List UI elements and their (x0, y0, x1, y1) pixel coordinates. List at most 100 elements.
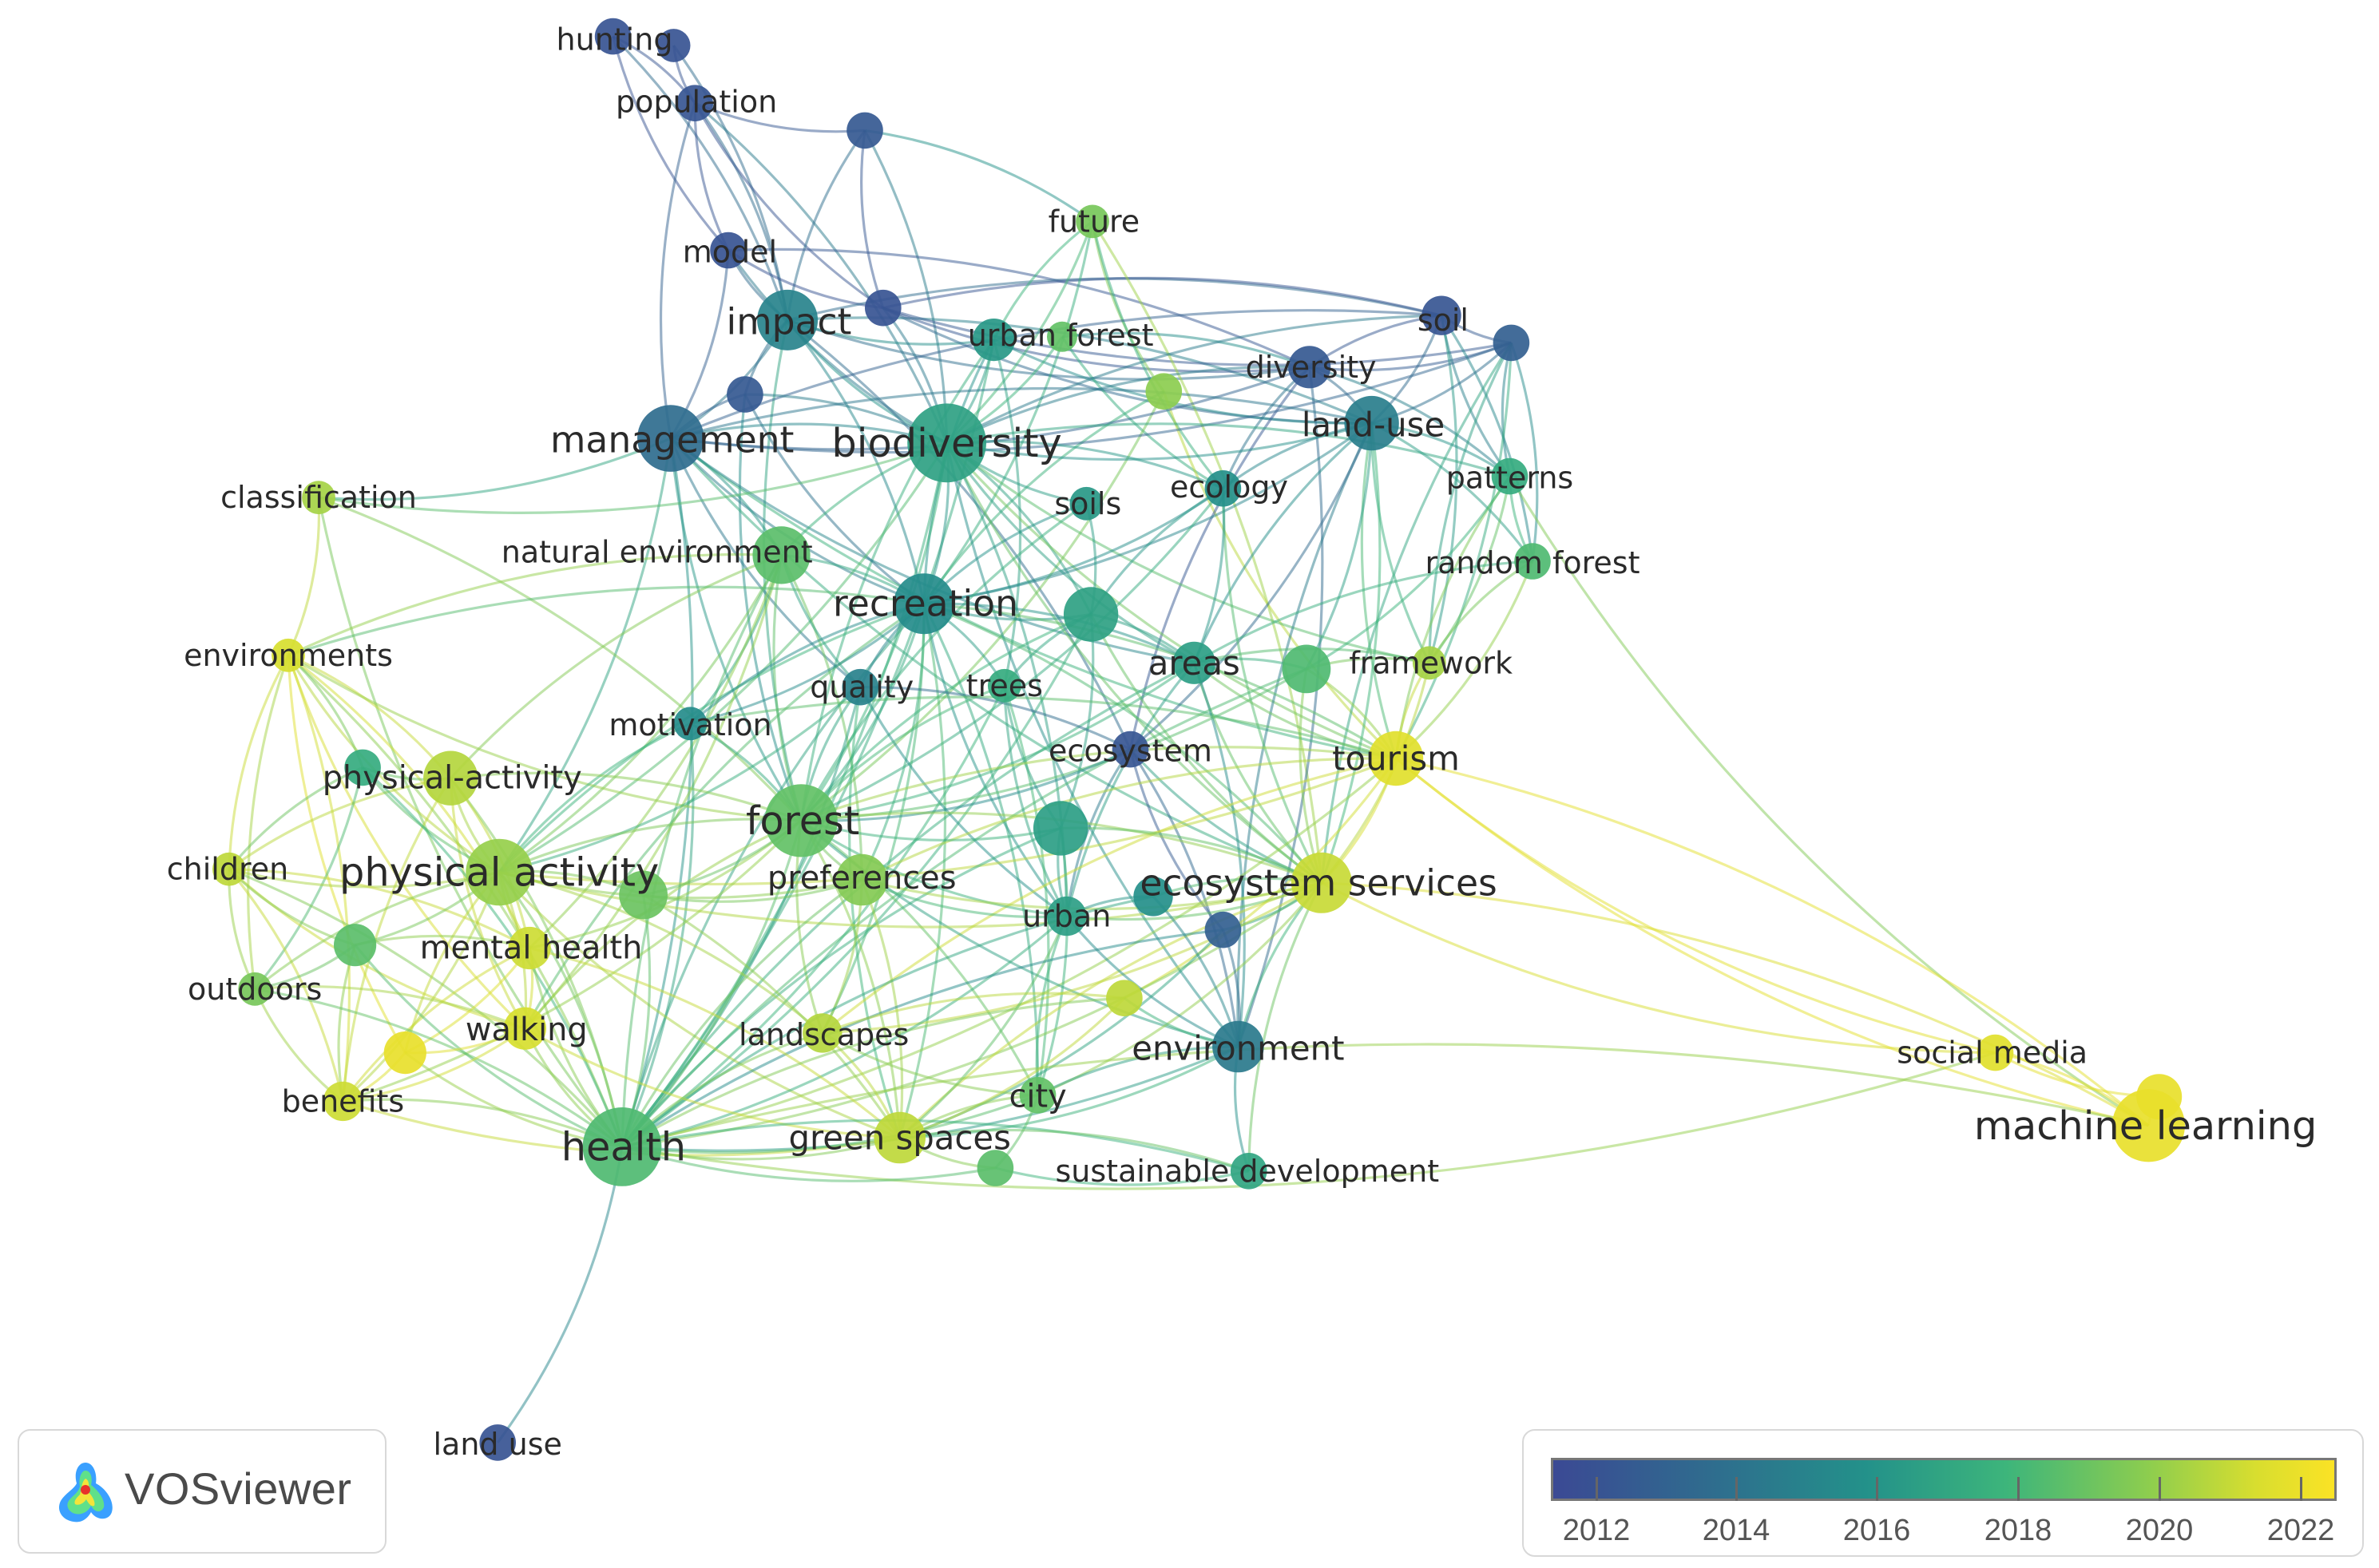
label-land-use: land use (434, 1427, 562, 1462)
link-recreation-landscapes (821, 604, 926, 1034)
node-quality[interactable] (842, 668, 879, 706)
node-health[interactable] (582, 1107, 662, 1186)
link-ecosystem_services-sustainable_development (1247, 882, 1323, 1171)
node-walking[interactable] (503, 1007, 547, 1050)
node-environments[interactable] (272, 638, 305, 672)
link-n_pa2-green_spaces (642, 893, 902, 1138)
link-n_green_mid-n_teal_center (1059, 614, 1095, 829)
node-ecosystem[interactable] (1112, 731, 1149, 768)
link-random_forest-areas (1193, 560, 1533, 664)
link-urban-environment (1065, 915, 1239, 1048)
legend-label: 2020 (2125, 1514, 2194, 1547)
node-patterns[interactable] (1491, 457, 1529, 495)
label-benefits: benefits (282, 1083, 405, 1119)
node-tourism[interactable] (1368, 731, 1424, 786)
node-framework[interactable] (1412, 646, 1446, 680)
node-mental-health[interactable] (508, 926, 551, 970)
node-environment[interactable] (1212, 1020, 1264, 1073)
node-benefits[interactable] (323, 1081, 363, 1122)
link-n_blue1-recreation (743, 394, 926, 605)
node-hunting[interactable] (594, 18, 632, 55)
node-outdoors[interactable] (238, 972, 272, 1006)
node-landscapes[interactable] (803, 1013, 843, 1053)
node-n-uf2[interactable] (1047, 321, 1077, 352)
node-n-green-mid[interactable] (1063, 587, 1119, 642)
node-forest[interactable] (764, 784, 838, 857)
label-environment: environment (1132, 1028, 1344, 1067)
node-n-teal-center[interactable] (1033, 801, 1088, 856)
link-quality-physical_activity (498, 686, 862, 874)
link-recreation-ecosystem_services (923, 602, 1323, 884)
link-ecosystem-environment (1129, 748, 1239, 1047)
node-n-soil2[interactable] (1493, 324, 1530, 362)
node-impact[interactable] (757, 289, 819, 350)
link-hunting-model (612, 36, 730, 251)
node-areas[interactable] (1172, 641, 1215, 684)
node-green-spaces[interactable] (874, 1111, 926, 1164)
node-n-areas2[interactable] (1282, 644, 1331, 694)
node-n-yg2[interactable] (1106, 980, 1143, 1016)
node-hunting2[interactable] (656, 29, 691, 62)
legend-tick (2159, 1477, 2161, 1501)
node-physical-activity[interactable] (466, 838, 533, 906)
link-city-health (621, 1094, 1039, 1154)
node-children[interactable] (212, 852, 246, 886)
node-land-use[interactable] (479, 1424, 516, 1461)
node-city[interactable] (1019, 1077, 1057, 1114)
node-physical-activity-h[interactable] (423, 750, 478, 806)
link-recreation-motivation (689, 602, 925, 725)
node-trees[interactable] (987, 668, 1021, 703)
label-preferences: preferences (767, 860, 957, 897)
node-sustainable-development[interactable] (1230, 1153, 1267, 1190)
link-biodiversity-physical_activity (498, 441, 948, 873)
link-diversity-biodiversity (946, 365, 1310, 445)
node-n-blue1[interactable] (727, 376, 763, 413)
link-mental_health-benefits (342, 947, 530, 1103)
link-management-land_use_top (670, 386, 1372, 440)
node-n-pa-green[interactable] (344, 749, 381, 786)
node-management[interactable] (637, 405, 704, 472)
label-trees: trees (966, 668, 1043, 703)
node-natural-environment[interactable] (752, 526, 811, 584)
link-physical_activity-health (498, 871, 624, 1147)
legend-label: 2014 (1702, 1514, 1770, 1547)
node-land-use-top[interactable] (1344, 395, 1399, 451)
node-random-forest[interactable] (1514, 543, 1551, 580)
label-forest: forest (746, 798, 859, 844)
node-ecosystem-services[interactable] (1291, 852, 1352, 913)
node-urban-forest[interactable] (972, 319, 1016, 362)
legend-label: 2022 (2266, 1514, 2335, 1547)
node-future[interactable] (1076, 204, 1109, 239)
link-soil-random_forest (1440, 315, 1534, 562)
label-motivation: motivation (609, 707, 771, 742)
node-urban[interactable] (1047, 896, 1087, 936)
link-n_top-population (694, 101, 866, 133)
node-recreation[interactable] (894, 573, 955, 635)
node-classification[interactable] (302, 481, 335, 515)
node-soil[interactable] (1421, 295, 1461, 335)
node-biodiversity[interactable] (907, 403, 986, 483)
node-social-media[interactable] (1977, 1034, 2014, 1071)
node-diversity[interactable] (1288, 346, 1331, 389)
node-n-gs-green[interactable] (977, 1150, 1014, 1186)
node-n-purple1[interactable] (865, 289, 902, 327)
node-motivation[interactable] (673, 707, 708, 741)
node-ecology[interactable] (1204, 470, 1242, 507)
node-n-top[interactable] (847, 112, 883, 149)
node-n-pa2[interactable] (619, 870, 668, 920)
node-n-walk-yellow[interactable] (383, 1031, 426, 1075)
node-model[interactable] (710, 232, 747, 269)
label-soils: soils (1054, 486, 1121, 521)
node-n-yg1[interactable] (1145, 373, 1183, 410)
node-preferences[interactable] (835, 853, 888, 906)
node-n-es-teal[interactable] (1133, 877, 1173, 917)
label-environments: environments (184, 638, 393, 673)
node-n-mh-green[interactable] (334, 924, 377, 967)
node-population[interactable] (676, 85, 713, 121)
node-n-es-blue[interactable] (1204, 911, 1242, 948)
node-soils[interactable] (1069, 486, 1104, 521)
link-n_soil2-random_forest (1509, 342, 1539, 562)
node-machine-learning[interactable] (2111, 1089, 2185, 1162)
link-biodiversity-areas (946, 441, 1195, 664)
link-tourism-forest (800, 746, 1397, 822)
